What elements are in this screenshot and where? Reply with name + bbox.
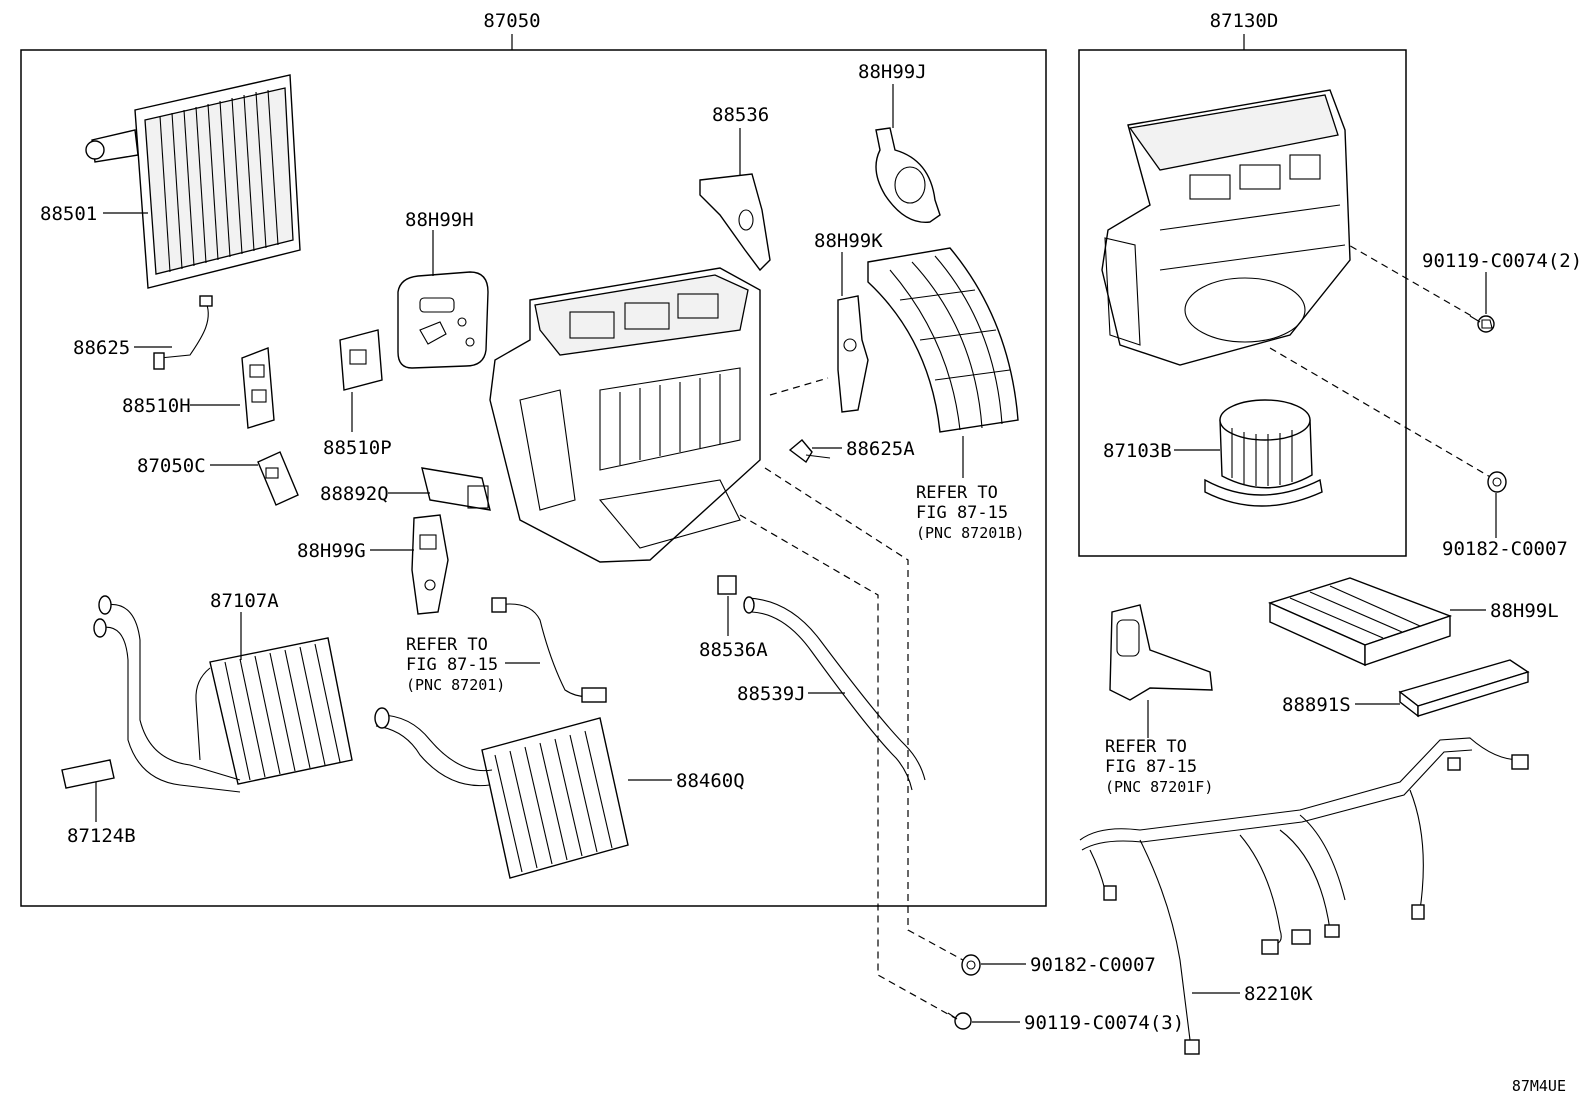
callout-88625A: 88625A [846,438,915,460]
duct-87201F-drawing [1109,604,1213,701]
bracket-88510H-drawing [241,347,275,429]
callout-88501: 88501 [40,203,97,225]
wire-harness-drawing [1079,737,1529,1055]
callout-90119-C0074-3: 90119-C0074(3) [1024,1012,1184,1034]
callout-88H99H: 88H99H [405,209,474,231]
callout-88892Q: 88892Q [320,483,389,505]
heater-core-87107A-drawing [93,595,353,793]
ref-87201B-line2: FIG 87-15 [916,503,1008,523]
strip-88891S-drawing [1398,659,1530,718]
callout-82210K: 82210K [1244,983,1313,1005]
ref-87201-line3: (PNC 87201) [406,676,505,694]
ref-87201F-line3: (PNC 87201F) [1105,778,1213,796]
bracket-88510P-drawing [339,329,383,391]
filter-88H99L-drawing [1268,577,1453,667]
sensor-88625A-drawing [788,439,831,464]
damper-88892Q-drawing [421,467,491,511]
ref-87201-line1: REFER TO [406,635,488,655]
callout-88H99K: 88H99K [814,230,883,252]
callout-88H99L: 88H99L [1490,600,1559,622]
ref-87201-line2: FIG 87-15 [406,655,498,675]
diagram-code: 87M4UE [1512,1077,1566,1095]
lever-88H99G-drawing [411,514,449,615]
callout-87050C: 87050C [137,455,206,477]
blower-assembly-box: 87130D [1078,10,1407,557]
callout-87103B: 87103B [1103,440,1172,462]
blower-assembly-label: 87130D [1210,10,1279,32]
clip-88536A-drawing [717,575,737,595]
lever-88H99K-drawing [837,295,869,413]
ref-87201F-line1: REFER TO [1105,737,1187,757]
sensor-wire-drawing [153,295,213,370]
callout-88625: 88625 [73,337,130,359]
pipe-87201-drawing [491,597,607,703]
main-assembly-box: 87050 [20,10,1047,907]
dashed-leaders [739,239,1493,1019]
hvac-unit-drawing [489,267,761,563]
ref-87201F-line2: FIG 87-15 [1105,757,1197,777]
callout-90182-C0007-a: 90182-C0007 [1442,538,1568,560]
callout-88539J: 88539J [737,683,806,705]
callout-88536A: 88536A [699,639,768,661]
main-assembly-label: 87050 [483,10,540,32]
nut-90182-b-drawing [961,954,981,976]
callout-88891S: 88891S [1282,694,1351,716]
callout-90182-C0007-b: 90182-C0007 [1030,954,1156,976]
nut-90182-a-drawing [1487,471,1507,493]
callout-90119-C0074-2: 90119-C0074(2) [1422,250,1582,272]
callout-88536: 88536 [712,104,769,126]
callout-88510P: 88510P [323,437,392,459]
duct-drawing [867,247,1019,433]
hose-88539J-drawing [743,596,926,791]
clip-87124B-drawing [61,759,115,789]
bolt-90119-3-drawing [947,1012,972,1030]
clip-87050C-drawing [257,451,299,506]
seal-88H99H-drawing [397,271,489,369]
heater-core-88460Q-drawing [374,707,629,879]
ref-87201B-line3: (PNC 87201B) [916,524,1024,542]
blower-motor-drawing [1204,399,1323,507]
callout-87124B: 87124B [67,825,136,847]
callout-87107A: 87107A [210,590,279,612]
callout-88H99J: 88H99J [858,61,927,83]
callout-88460Q: 88460Q [676,770,745,792]
ref-87201B-line1: REFER TO [916,483,998,503]
evaporator-drawing [85,74,301,289]
bracket-88536-drawing [699,173,771,272]
blower-case-drawing [1101,89,1351,366]
callout-88H99G: 88H99G [297,540,366,562]
cam-88H99J-drawing [875,127,941,223]
callout-88510H: 88510H [122,395,191,417]
bolt-90119-2-drawing [1469,315,1495,333]
